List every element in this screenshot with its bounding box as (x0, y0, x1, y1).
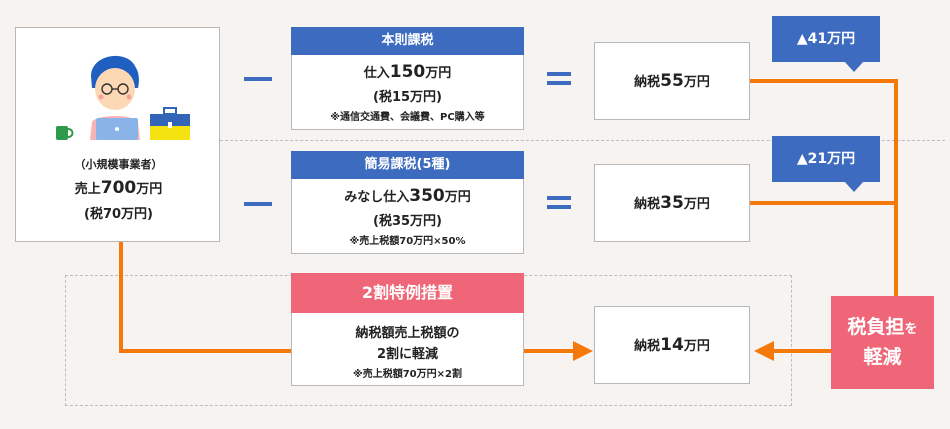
simplified-callout-pointer-icon (844, 181, 864, 192)
principal-purchase-tax: (税15万円) (373, 90, 442, 105)
principal-note: ※通信交通費、会議費、PC購入等 (330, 112, 485, 123)
business-box: （小規模事業者） 売上700万円 (税70万円) (15, 27, 220, 242)
equals-sign-principal-top (547, 72, 571, 76)
arrow-from-reduction-icon (754, 341, 774, 361)
special-line2: 2割に軽減 (376, 347, 439, 362)
special-line1: 納税額売上税額の (355, 326, 460, 341)
business-tax: (税70万円) (84, 207, 153, 222)
special-measure-box: 2割特例措置 納税額売上税額の 2割に軽減 ※売上税額70万円×2割 (291, 273, 524, 386)
principal-callout-pointer-icon (844, 61, 864, 72)
equals-sign-simplified-top (547, 196, 571, 200)
principal-result-box: 納税55万円 (594, 42, 750, 120)
business-category: （小規模事業者） (74, 158, 163, 171)
simplified-tax-box: 簡易課税(5種) みなし仕入350万円 (税35万円) ※売上税額70万円×50… (291, 151, 524, 254)
business-person-illustration-icon (56, 55, 190, 140)
arrow-to-special-result-icon (573, 341, 593, 361)
connector-vertical-right (894, 79, 898, 299)
simplified-note: ※売上税額70万円×50% (349, 236, 466, 247)
row-separator (220, 140, 945, 141)
simplified-purchase-tax: (税35万円) (373, 214, 442, 229)
business-sales: 売上700万円 (74, 178, 163, 198)
connector-business-down (119, 242, 123, 353)
equals-sign-simplified-bottom (547, 205, 571, 209)
connector-business-right (119, 349, 291, 353)
minus-sign-principal (244, 77, 272, 81)
special-measure-header: 2割特例措置 (291, 273, 524, 313)
simplified-tax-header: 簡易課税(5種) (291, 151, 524, 179)
connector-reduction-in (772, 349, 832, 353)
connector-special-out (524, 349, 576, 353)
principal-callout: ▲41万円 (772, 16, 880, 62)
simplified-purchase: みなし仕入350万円 (344, 186, 471, 206)
special-result-box: 納税14万円 (594, 306, 750, 384)
simplified-callout: ▲21万円 (772, 136, 880, 182)
connector-principal (750, 79, 898, 83)
connector-simplified (750, 201, 898, 205)
special-note: ※売上税額70万円×2割 (353, 369, 462, 380)
minus-sign-simplified (244, 202, 272, 206)
simplified-result-box: 納税35万円 (594, 164, 750, 242)
principal-purchase: 仕入150万円 (363, 62, 452, 82)
tax-burden-reduction-badge: 税負担を 軽減 (831, 296, 934, 389)
principal-tax-box: 本則課税 仕入150万円 (税15万円) ※通信交通費、会議費、PC購入等 (291, 27, 524, 130)
equals-sign-principal-bottom (547, 81, 571, 85)
principal-tax-header: 本則課税 (291, 27, 524, 55)
